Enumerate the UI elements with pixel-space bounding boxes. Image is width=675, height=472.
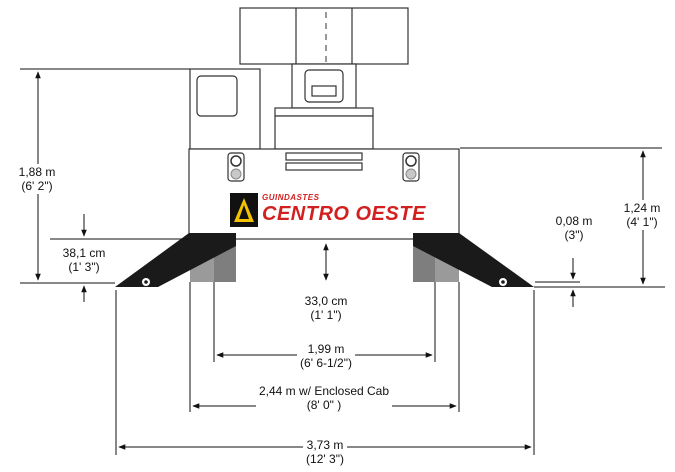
left-light xyxy=(227,152,245,182)
ground-clearance-imperial: (1' 1") xyxy=(310,308,342,322)
logo-mark xyxy=(230,193,258,227)
outrigger-height-label: 38,1 cm (1' 3") xyxy=(62,246,106,274)
pad-clearance-metric: 0,08 m xyxy=(555,214,593,228)
ground-clearance-metric: 33,0 cm xyxy=(304,294,348,308)
cab-width-metric: 2,44 m w/ Enclosed Cab xyxy=(258,384,390,398)
overall-height-label: 1,88 m (6' 2") xyxy=(18,164,56,194)
pad-clearance-imperial: (3") xyxy=(564,228,584,242)
cab xyxy=(189,68,261,150)
turret xyxy=(274,63,374,150)
overall-height-imperial: (6' 2") xyxy=(21,179,53,193)
deck-height-label: 1,24 m (4' 1") xyxy=(623,200,661,230)
outrigger-span-label: 3,73 m (12' 3") xyxy=(303,438,347,466)
track-width-metric: 1,99 m xyxy=(307,342,345,356)
logo-top-line: GUINDASTES xyxy=(262,193,320,202)
outrigger-height-imperial: (1' 3") xyxy=(68,260,100,274)
logo-brand-name: CENTRO OESTE xyxy=(262,203,426,225)
reference-lines xyxy=(20,68,665,288)
right-outrigger xyxy=(413,233,534,287)
cab-width-imperial: (8' 0" ) xyxy=(306,398,342,412)
pad-clearance-label: 0,08 m (3") xyxy=(556,214,593,242)
track-width-imperial: (6' 6-1/2") xyxy=(300,356,352,370)
outrigger-span-metric: 3,73 m xyxy=(306,438,344,452)
cab-width-label: 2,44 m w/ Enclosed Cab (8' 0" ) xyxy=(255,384,393,412)
right-light xyxy=(402,152,420,182)
deck-height-metric: 1,24 m xyxy=(623,201,661,215)
boom-platform xyxy=(239,7,409,65)
left-outrigger xyxy=(115,233,236,287)
outrigger-height-metric: 38,1 cm xyxy=(62,246,106,260)
ground-clearance-label: 33,0 cm (1' 1") xyxy=(305,294,348,322)
overall-height-metric: 1,88 m xyxy=(18,165,56,179)
track-width-label: 1,99 m (6' 6-1/2") xyxy=(297,342,355,370)
deck-height-imperial: (4' 1") xyxy=(626,215,658,229)
outrigger-span-imperial: (12' 3") xyxy=(306,452,344,466)
dimension-arrows-horizontal xyxy=(115,282,535,455)
